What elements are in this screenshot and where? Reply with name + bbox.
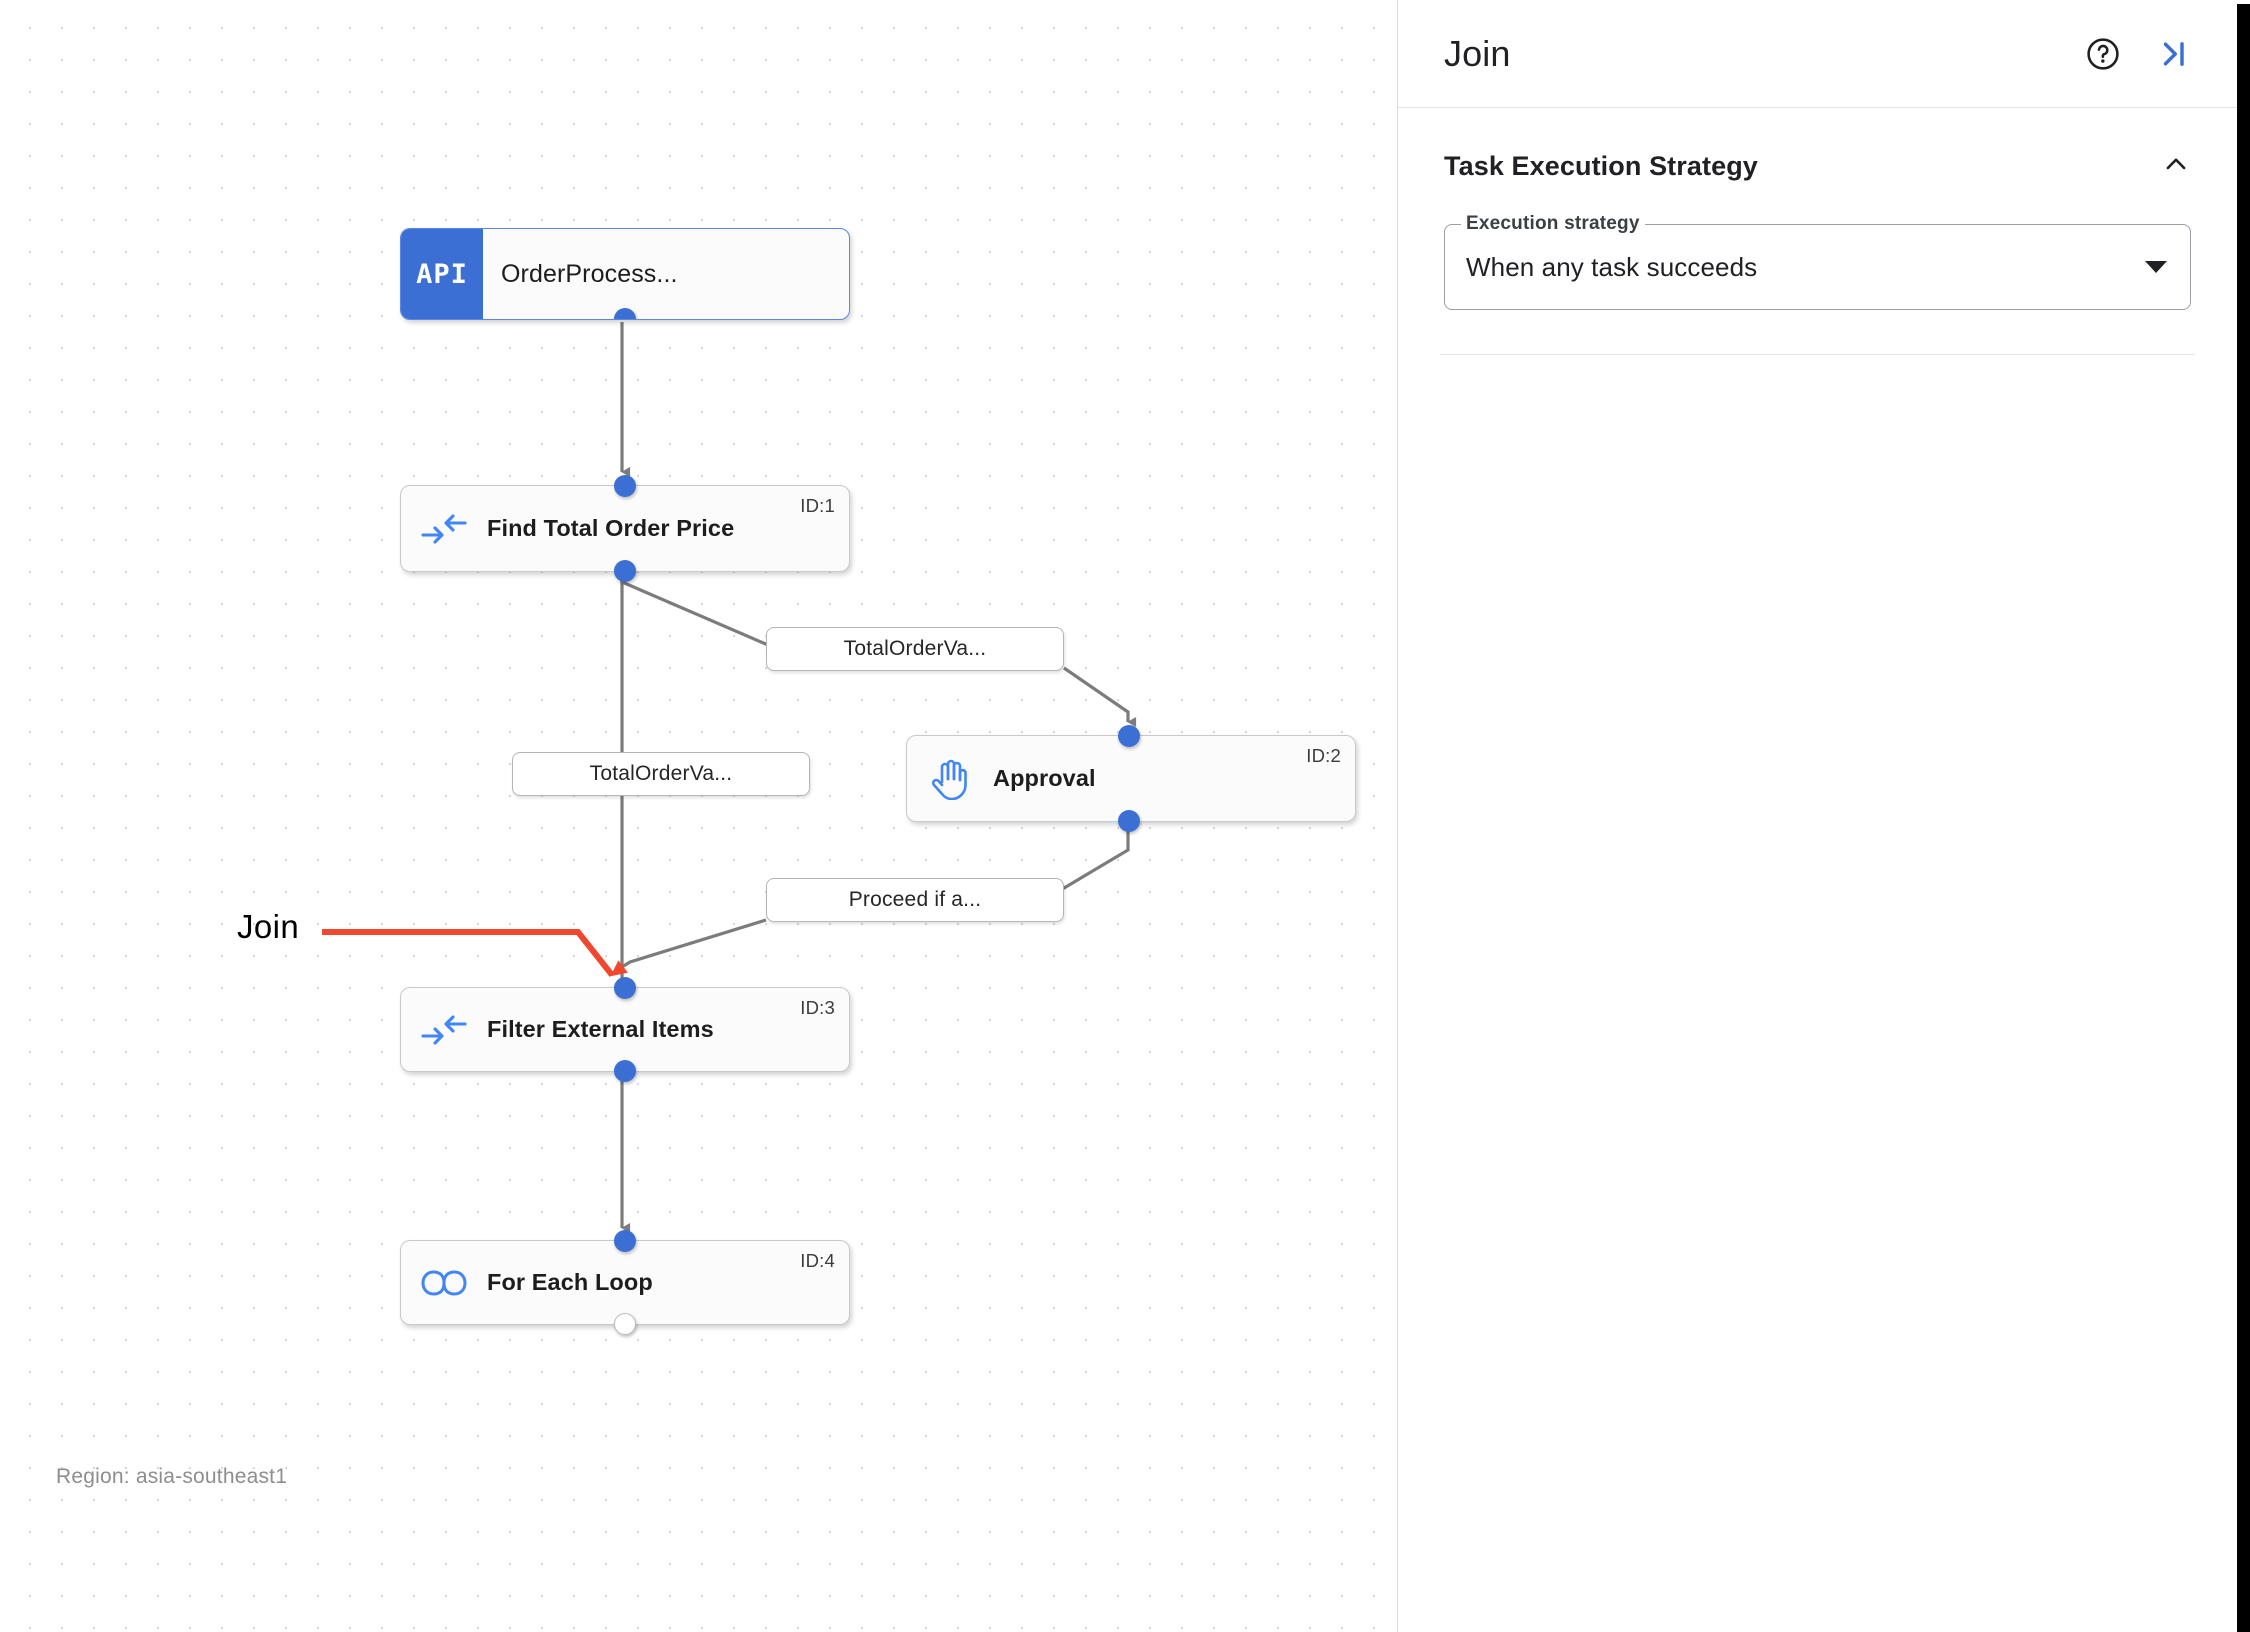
- join-annotation-label: Join: [237, 908, 300, 945]
- execution-strategy-value: When any task succeeds: [1466, 251, 1758, 282]
- node-id-label: ID:3: [800, 997, 835, 1018]
- panel-title: Join: [1444, 32, 1511, 74]
- execution-strategy-select[interactable]: Execution strategy When any task succeed…: [1444, 213, 2191, 310]
- window-edge-strip-top: [2237, 0, 2250, 4]
- edge-label-total-order-value-1[interactable]: TotalOrderVa...: [766, 627, 1064, 671]
- infinity-loop-icon: [401, 1269, 487, 1297]
- node-for-each-loop[interactable]: For Each Loop ID:4: [400, 1230, 850, 1335]
- node-output-port[interactable]: [614, 308, 636, 319]
- node-filter-external-items[interactable]: Filter External Items ID:3: [400, 977, 850, 1082]
- data-mapping-icon: [401, 513, 487, 544]
- window-edge-strip: [2237, 0, 2250, 1632]
- node-title: Filter External Items: [487, 1016, 714, 1042]
- node-id-label: ID:2: [1306, 745, 1341, 766]
- node-title: Approval: [993, 765, 1096, 791]
- node-output-port[interactable]: [1118, 810, 1140, 832]
- section-header[interactable]: Task Execution Strategy: [1440, 108, 2195, 224]
- execution-strategy-label: Execution strategy: [1461, 213, 1645, 235]
- chevron-down-icon[interactable]: [2145, 261, 2167, 273]
- edge-label-total-order-value-2[interactable]: TotalOrderVa...: [512, 752, 810, 796]
- api-badge-icon: API: [401, 229, 483, 319]
- node-input-port[interactable]: [614, 475, 636, 497]
- panel-header: Join: [1398, 0, 2237, 108]
- node-input-port[interactable]: [614, 1230, 636, 1252]
- node-title: OrderProcess...: [501, 259, 678, 288]
- node-output-port[interactable]: [614, 1060, 636, 1082]
- node-id-label: ID:1: [800, 495, 835, 516]
- node-input-port[interactable]: [614, 977, 636, 999]
- workflow-canvas[interactable]: Join API OrderProcess... Find Total Orde…: [0, 0, 1397, 1632]
- data-mapping-icon: [401, 1014, 487, 1045]
- section-divider: [1440, 354, 2195, 355]
- edge-label-proceed-if-approved[interactable]: Proceed if a...: [766, 878, 1064, 922]
- node-loop-output-port[interactable]: [614, 1313, 636, 1335]
- node-output-port[interactable]: [614, 560, 636, 582]
- node-find-total-order-price[interactable]: Find Total Order Price ID:1: [400, 475, 850, 582]
- node-title: Find Total Order Price: [487, 515, 735, 541]
- node-api-trigger[interactable]: API OrderProcess...: [400, 228, 850, 320]
- node-title: For Each Loop: [487, 1269, 653, 1295]
- collapse-panel-icon[interactable]: [2147, 28, 2199, 80]
- help-circle-icon[interactable]: [2077, 28, 2129, 80]
- node-input-port[interactable]: [1118, 725, 1140, 747]
- node-approval[interactable]: Approval ID:2: [906, 725, 1356, 832]
- task-execution-strategy-section: Task Execution Strategy Execution strate…: [1398, 108, 2237, 355]
- task-config-panel: Join Task Execution Strategy: [1397, 0, 2237, 1632]
- region-label: Region: asia-southeast1: [56, 1465, 288, 1488]
- hand-approval-icon: [907, 758, 993, 800]
- section-title: Task Execution Strategy: [1444, 150, 1758, 181]
- node-id-label: ID:4: [800, 1250, 835, 1271]
- chevron-up-icon[interactable]: [2161, 149, 2191, 184]
